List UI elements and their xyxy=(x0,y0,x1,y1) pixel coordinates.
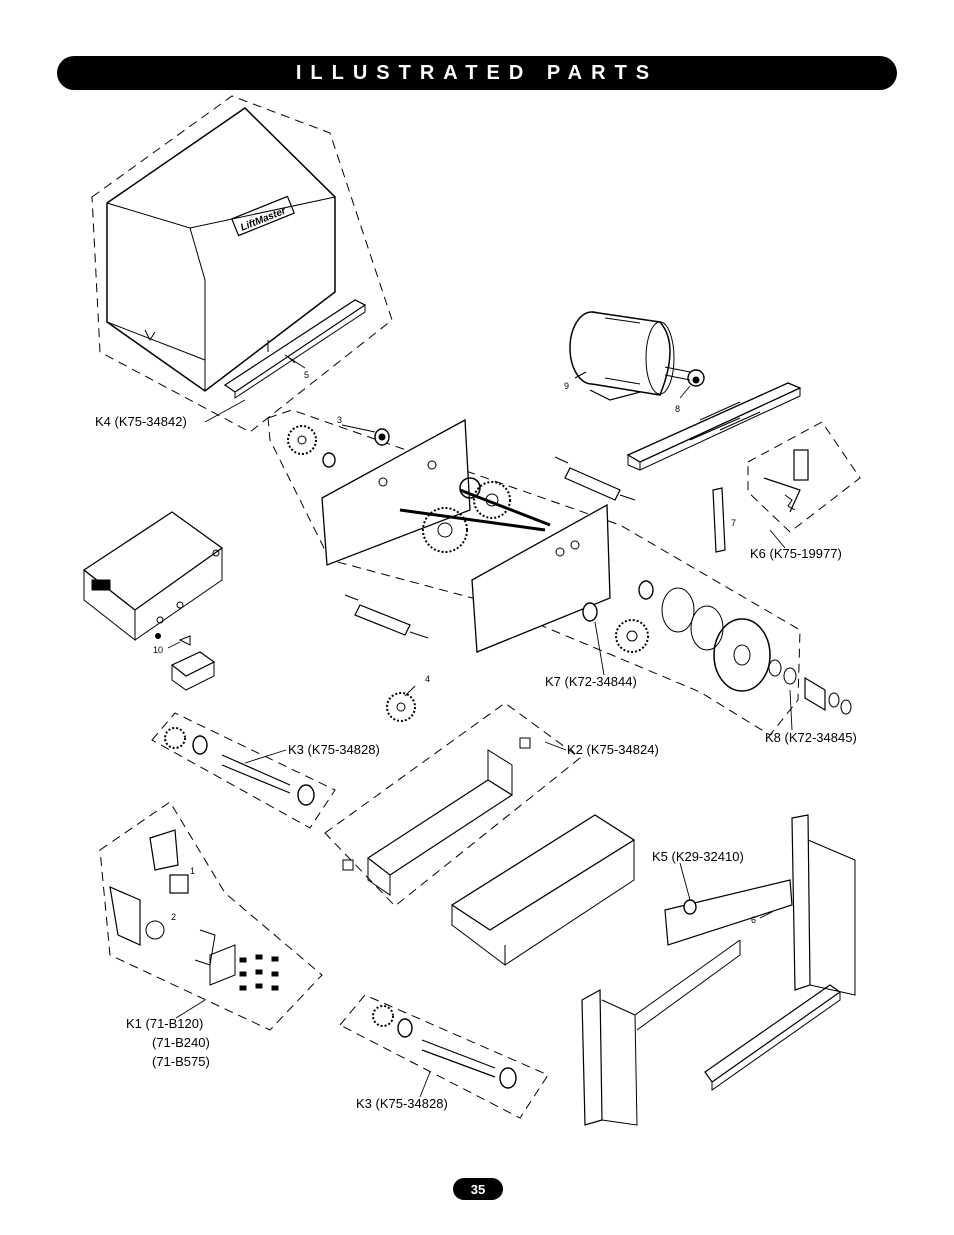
k6-limit-switch-assembly xyxy=(747,421,861,533)
page-number: 35 xyxy=(453,1178,503,1200)
part-number-7: 7 xyxy=(731,518,737,528)
kit-label-k1-alt-2: (71-B575) xyxy=(152,1054,210,1069)
part-number-4: 4 xyxy=(425,674,431,684)
kit-label-k3-lower: K3 (K75-34828) xyxy=(356,1096,448,1111)
part-number-2: 2 xyxy=(171,912,177,922)
kit-label-k1: K1 (71-B120) xyxy=(126,1016,204,1031)
key-part-7 xyxy=(712,487,726,553)
k3-shaft-kit-lower xyxy=(339,994,549,1119)
part-number-5: 5 xyxy=(304,370,310,380)
kit-label-k8: K8 (K72-34845) xyxy=(765,730,857,745)
bearing-plates xyxy=(344,456,636,639)
part-number-3: 3 xyxy=(337,415,343,425)
motor-mount-plate xyxy=(626,382,802,471)
k4-cover-assembly: LiftMaster xyxy=(91,95,393,433)
drive-frame-assembly xyxy=(267,409,801,736)
part-number-1: 1 xyxy=(190,866,196,876)
section-title: ILLUSTRATED PARTS xyxy=(295,61,659,84)
center-channel xyxy=(450,814,636,967)
leader-lines xyxy=(167,355,793,1098)
part-number-8: 8 xyxy=(675,404,681,414)
kit-label-k5: K5 (K29-32410) xyxy=(652,849,744,864)
kit-label-k3-upper: K3 (K75-34828) xyxy=(288,742,380,757)
k5-mount-and-frame xyxy=(581,814,856,1126)
k8-clutch-kit xyxy=(638,580,852,715)
part-number-6: 6 xyxy=(751,915,757,925)
k7-sprocket-kit xyxy=(582,602,649,653)
kit-label-k1-alt-1: (71-B240) xyxy=(152,1035,210,1050)
control-box xyxy=(82,511,224,691)
sprocket-part-4 xyxy=(386,692,416,722)
k3-shaft-kit-upper xyxy=(151,712,336,829)
kit-label-k6: K6 (K75-19977) xyxy=(750,546,842,561)
part-number-9: 9 xyxy=(564,381,570,391)
kit-label-k4: K4 (K75-34842) xyxy=(95,414,187,429)
k2-bracket-kit xyxy=(324,702,581,907)
motor-part-9 xyxy=(569,311,705,401)
section-title-banner: ILLUSTRATED PARTS xyxy=(57,56,897,90)
kit-label-k2: K2 (K75-34824) xyxy=(567,742,659,757)
sprocket-and-bearing-part-3 xyxy=(287,424,390,468)
kit-label-k7: K7 (K72-34844) xyxy=(545,674,637,689)
k1-limit-kit xyxy=(99,801,323,1031)
part-number-10: 10 xyxy=(153,645,164,655)
k1-fasteners xyxy=(239,954,279,991)
